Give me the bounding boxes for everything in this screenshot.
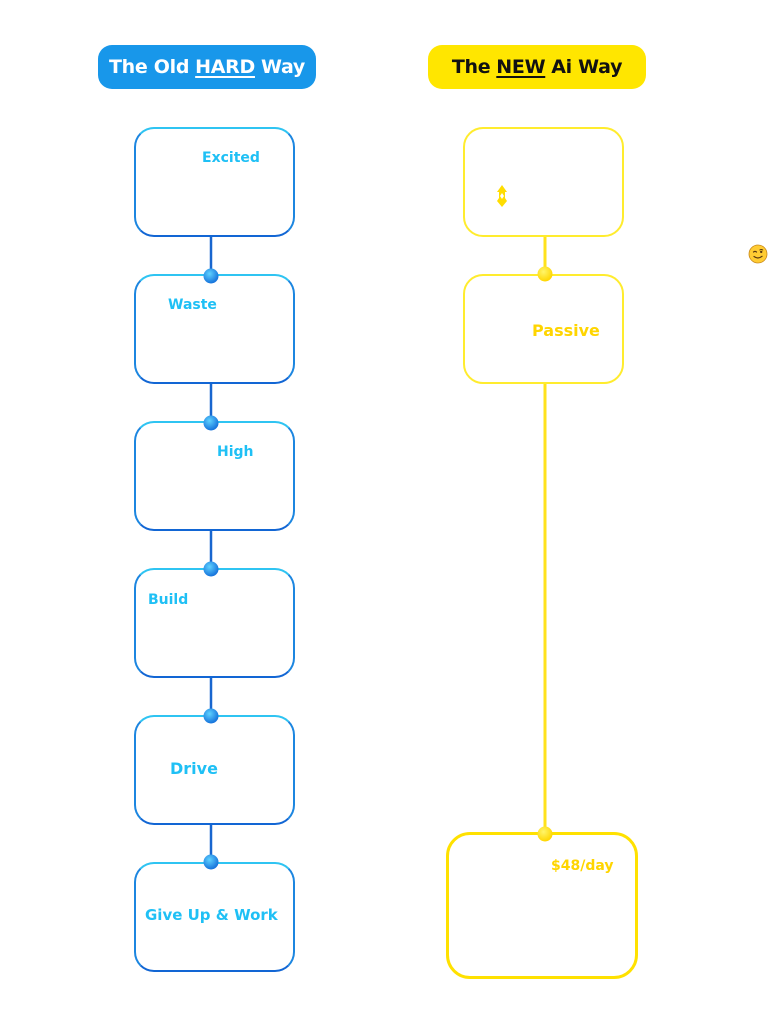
new-step-box-passive — [463, 274, 624, 384]
old-step-label-drive: Drive — [170, 759, 218, 778]
old-step-box-high — [134, 421, 295, 531]
old-step-box-excited — [134, 127, 295, 237]
new-step-box-earnings — [446, 832, 638, 979]
old-step-box-build — [134, 568, 295, 678]
old-way-header-suffix: Way — [260, 56, 305, 78]
new-way-header-emphasis: NEW — [496, 56, 546, 78]
new-step-label-earnings: $48/day — [551, 858, 614, 874]
old-step-label-waste: Waste — [168, 297, 217, 313]
winking-face-icon — [748, 244, 768, 264]
new-way-header-prefix: The — [451, 56, 491, 78]
old-step-label-build: Build — [148, 592, 189, 608]
new-step-box-start — [463, 127, 624, 237]
old-step-label-excited: Excited — [202, 150, 260, 166]
rocket-icon — [497, 185, 507, 207]
old-step-label-give-up: Give Up & Work — [145, 906, 278, 924]
old-step-box-give-up — [134, 862, 295, 972]
old-step-label-high: High — [217, 444, 254, 460]
new-step-label-passive: Passive — [532, 321, 600, 340]
old-way-header-emphasis: HARD — [195, 56, 255, 78]
new-way-header-suffix: Ai Way — [551, 56, 623, 78]
old-step-box-waste — [134, 274, 295, 384]
new-way-header: The NEW Ai Way — [428, 45, 646, 89]
old-way-header: The Old HARD Way — [98, 45, 316, 89]
old-way-header-prefix: The Old — [109, 56, 190, 78]
